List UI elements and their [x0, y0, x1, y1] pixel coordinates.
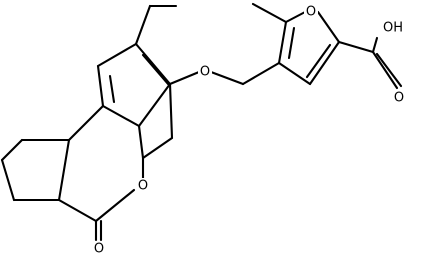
lactone-carbonyl-oxygen-label: O [94, 242, 104, 257]
acid-carbonyl-oxygen-label: O [394, 91, 404, 106]
bond [141, 53, 170, 86]
bond [137, 124, 145, 160]
acid-hydroxyl-label: OH [383, 21, 403, 36]
atom-labels: O O OH O O O [92, 4, 406, 257]
bond [337, 40, 375, 54]
furan-oxygen-label: O [306, 5, 316, 20]
bond [168, 82, 174, 140]
bond [141, 136, 174, 160]
bond [57, 138, 71, 202]
bond [137, 82, 172, 128]
bond [57, 198, 98, 223]
bond [277, 61, 312, 86]
bond [241, 61, 281, 86]
bond [375, 52, 403, 88]
bond [96, 64, 105, 108]
bond [371, 50, 399, 90]
bond [287, 26, 296, 60]
bond [168, 70, 201, 86]
ether-oxygen-label: O [200, 65, 210, 80]
bond [277, 20, 288, 65]
bond [209, 70, 245, 86]
bond [134, 4, 152, 46]
bond [316, 10, 341, 44]
bond [284, 9, 309, 24]
bond [371, 36, 379, 54]
bond [308, 40, 341, 86]
bond-lines [0, 2, 403, 242]
bond [305, 43, 332, 79]
bond [96, 42, 138, 68]
bond [0, 138, 24, 162]
bond [134, 42, 172, 86]
bond [108, 74, 116, 104]
bond [251, 2, 288, 24]
lactone-ring-oxygen-label: O [138, 179, 148, 194]
bond [0, 158, 16, 202]
bond [94, 188, 136, 223]
bond [67, 104, 105, 142]
bond [101, 104, 141, 128]
